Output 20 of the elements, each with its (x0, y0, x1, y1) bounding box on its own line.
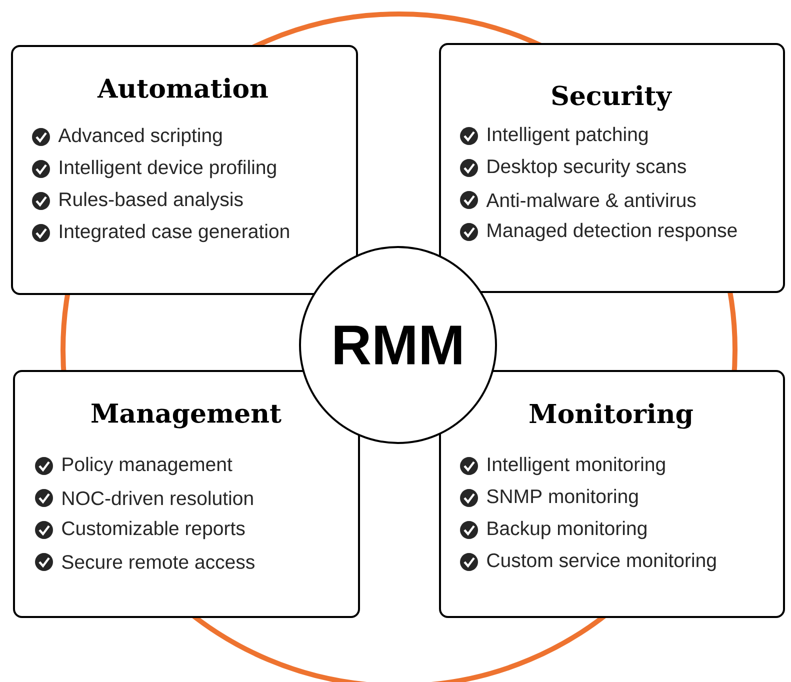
list-item: Backup monitoring (488, 520, 646, 540)
list-item: Intelligent monitoring (488, 456, 665, 476)
list-item: Managed detection response (488, 222, 737, 242)
card-heading: Management (92, 404, 282, 428)
list-item: Anti-malware & antivirus (486, 192, 696, 208)
list-item: Intelligent patching (488, 126, 648, 146)
list-item: Advanced scripting (58, 128, 222, 146)
list-item: Desktop security scans (488, 158, 686, 178)
list-item: Integrated case generation (60, 224, 289, 242)
list-item: Intelligent device profiling (60, 160, 276, 178)
card-heading: Automation (97, 78, 268, 98)
list-item: Custom service monitoring (487, 552, 716, 572)
list-item: NOC-driven resolution (62, 490, 253, 506)
list-item: Customizable reports (62, 520, 245, 540)
list-item: Secure remote access (62, 555, 254, 569)
list-item: SNMP monitoring (487, 488, 638, 508)
card-heading: Security (552, 85, 672, 111)
card-heading: Monitoring (530, 403, 693, 429)
list-item: Policy management (62, 456, 232, 476)
list-item: Rules-based analysis (60, 192, 243, 210)
